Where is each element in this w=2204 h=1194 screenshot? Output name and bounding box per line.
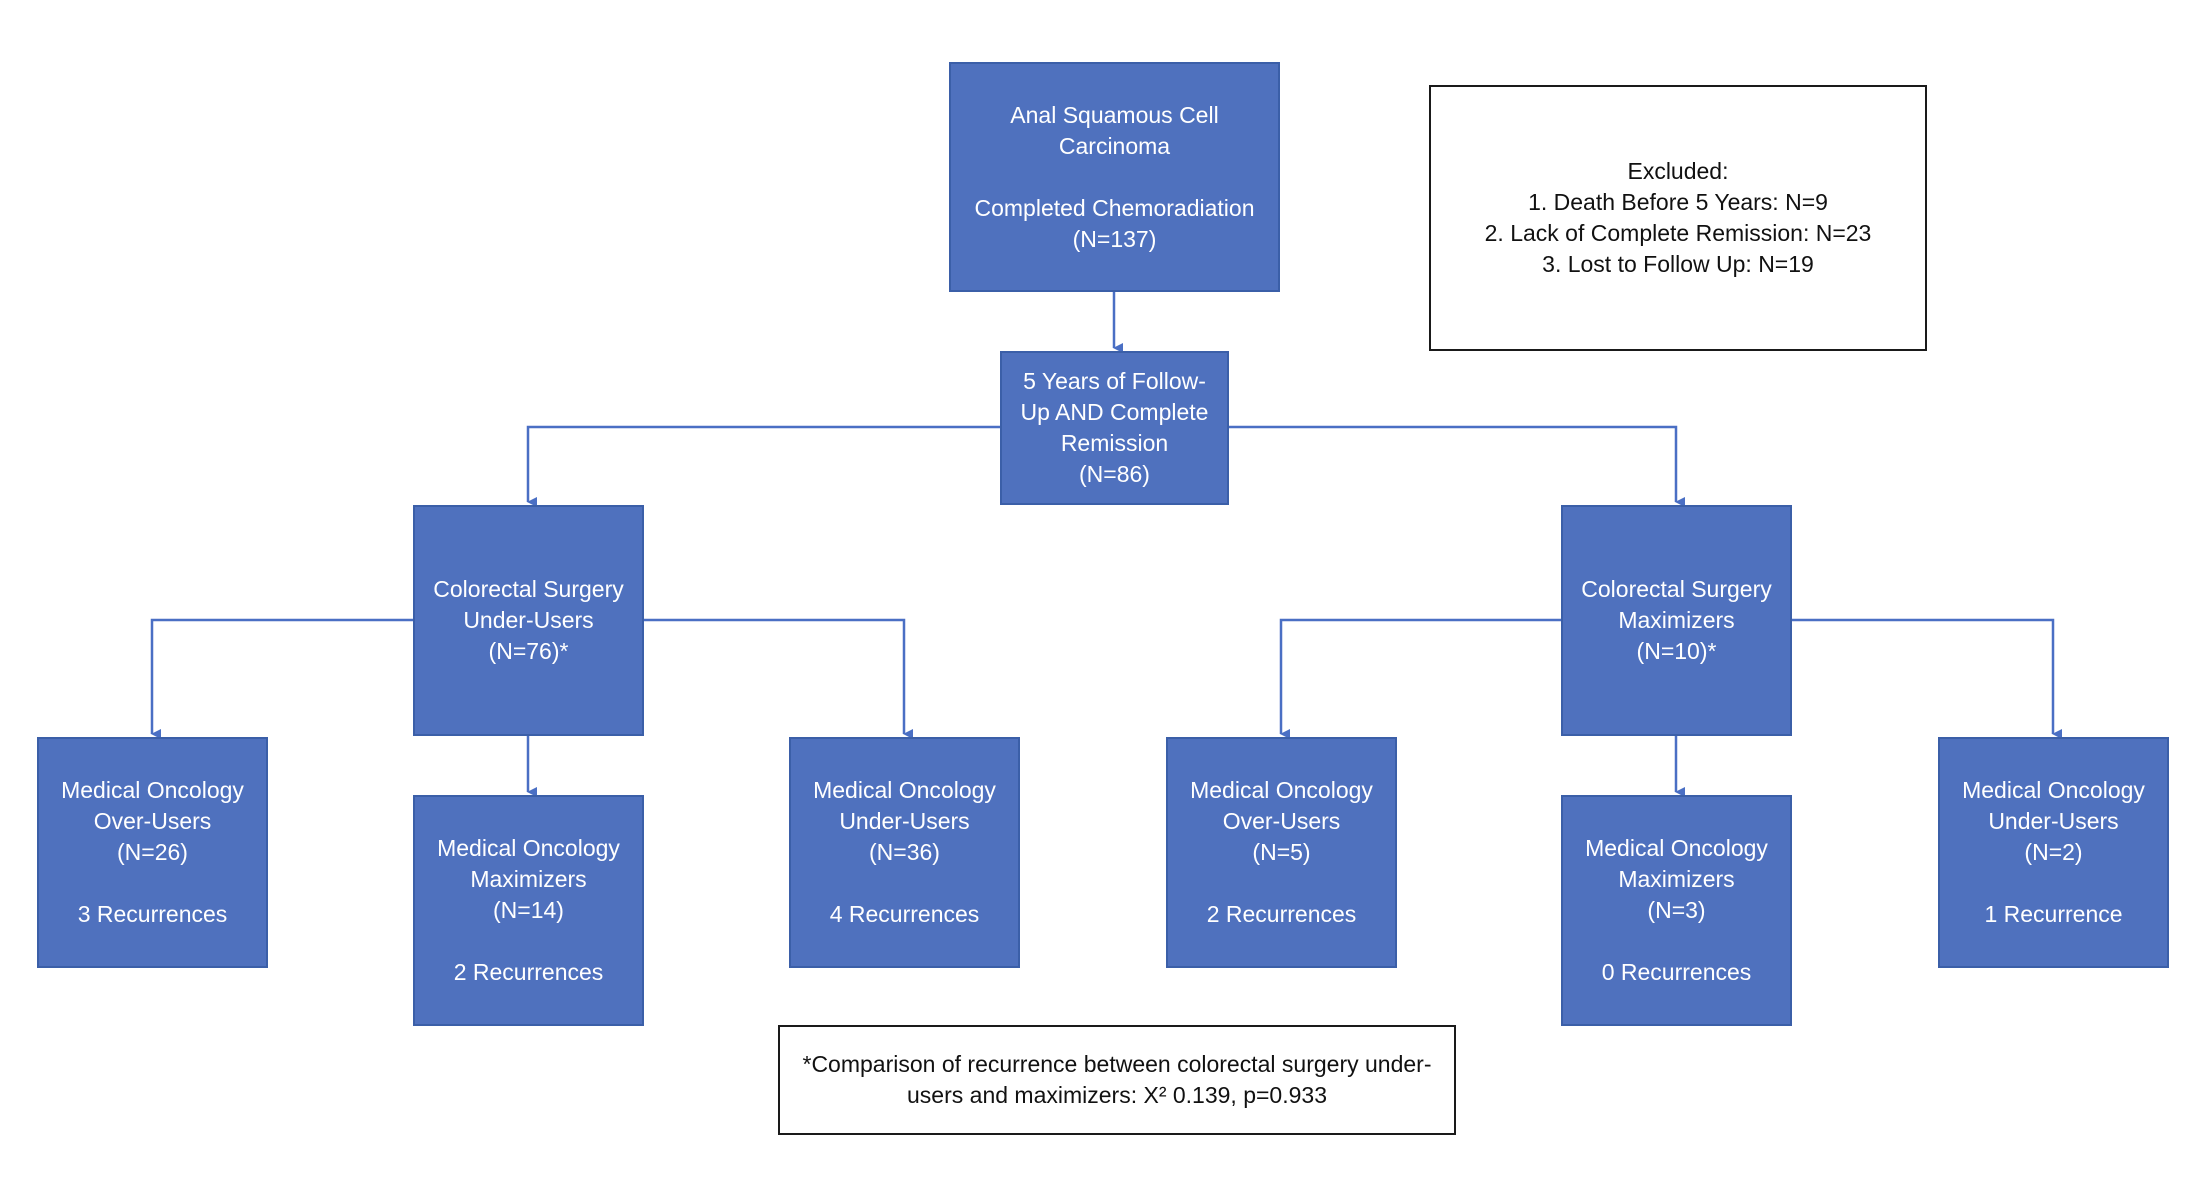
leaf-result: 2 Recurrences bbox=[453, 959, 604, 985]
under-users-line1: Colorectal Surgery bbox=[433, 576, 624, 602]
excluded-item: 3. Lost to Follow Up: N=19 bbox=[1542, 251, 1814, 277]
under-users-box: Colorectal Surgery Under-Users (N=76)* bbox=[413, 505, 644, 736]
followup-line4: (N=86) bbox=[1079, 461, 1150, 487]
leaf-line3: (N=3) bbox=[1647, 897, 1706, 923]
arrow-maximizers-to-mo-under bbox=[1791, 618, 2062, 739]
leaf-line1: Medical Oncology bbox=[437, 835, 620, 861]
leaf-mo-maximizers-left: Medical Oncology Maximizers (N=14) 2 Rec… bbox=[413, 795, 644, 1026]
root-line4: (N=137) bbox=[1072, 225, 1157, 252]
followup-box: 5 Years of Follow- Up AND Complete Remis… bbox=[1000, 351, 1229, 505]
leaf-line3: (N=2) bbox=[2024, 839, 2083, 865]
leaf-line2: Over-Users bbox=[93, 808, 212, 834]
leaf-result: 3 Recurrences bbox=[77, 901, 228, 927]
leaf-mo-under-users-right: Medical Oncology Under-Users (N=2) 1 Rec… bbox=[1938, 737, 2169, 968]
footnote-line1: *Comparison of recurrence between colore… bbox=[802, 1051, 1432, 1077]
leaf-mo-over-users-right: Medical Oncology Over-Users (N=5) 2 Recu… bbox=[1166, 737, 1397, 968]
leaf-result: 1 Recurrence bbox=[1984, 901, 2123, 927]
leaf-line3: (N=36) bbox=[869, 839, 940, 865]
leaf-line2: Under-Users bbox=[839, 808, 970, 834]
leaf-result: 2 Recurrences bbox=[1206, 901, 1357, 927]
arrow-under-users-to-mo-over bbox=[150, 618, 413, 739]
excluded-item: 1. Death Before 5 Years: N=9 bbox=[1528, 189, 1828, 215]
leaf-mo-maximizers-right: Medical Oncology Maximizers (N=3) 0 Recu… bbox=[1561, 795, 1792, 1026]
arrow-under-users-to-mo-under bbox=[643, 618, 913, 739]
leaf-line3: (N=5) bbox=[1252, 839, 1311, 865]
leaf-line2: Under-Users bbox=[1988, 808, 2119, 834]
under-users-line3: (N=76)* bbox=[488, 638, 569, 664]
under-users-line2: Under-Users bbox=[463, 607, 594, 633]
leaf-line1: Medical Oncology bbox=[1585, 835, 1768, 861]
leaf-line2: Maximizers bbox=[1618, 866, 1735, 892]
leaf-result: 0 Recurrences bbox=[1601, 959, 1752, 985]
maximizers-line2: Maximizers bbox=[1618, 607, 1735, 633]
leaf-line3: (N=26) bbox=[117, 839, 188, 865]
leaf-line1: Medical Oncology bbox=[1962, 777, 2145, 803]
leaf-mo-over-users-left: Medical Oncology Over-Users (N=26) 3 Rec… bbox=[37, 737, 268, 968]
followup-line1: 5 Years of Follow- bbox=[1023, 368, 1206, 394]
maximizers-line1: Colorectal Surgery bbox=[1581, 576, 1772, 602]
footnote-box: *Comparison of recurrence between colore… bbox=[778, 1025, 1456, 1135]
leaf-line2: Over-Users bbox=[1222, 808, 1341, 834]
leaf-line1: Medical Oncology bbox=[813, 777, 996, 803]
root-line1: Anal Squamous Cell bbox=[1010, 101, 1219, 128]
leaf-line2: Maximizers bbox=[470, 866, 587, 892]
excluded-title: Excluded: bbox=[1627, 158, 1729, 184]
root-box: Anal Squamous Cell Carcinoma Completed C… bbox=[949, 62, 1280, 292]
root-line2: Carcinoma bbox=[1058, 132, 1171, 159]
arrow-followup-to-maximizers bbox=[1228, 425, 1685, 507]
arrow-followup-to-under-users bbox=[526, 425, 1000, 507]
footnote-line2: users and maximizers: X² 0.139, p=0.933 bbox=[907, 1082, 1327, 1108]
leaf-line1: Medical Oncology bbox=[61, 777, 244, 803]
root-line3: Completed Chemoradiation bbox=[974, 194, 1255, 221]
leaf-result: 4 Recurrences bbox=[829, 901, 980, 927]
leaf-line1: Medical Oncology bbox=[1190, 777, 1373, 803]
excluded-box: Excluded: 1. Death Before 5 Years: N=9 2… bbox=[1429, 85, 1927, 351]
followup-line2: Up AND Complete bbox=[1020, 399, 1209, 425]
arrow-maximizers-to-mo-over bbox=[1279, 618, 1561, 739]
maximizers-box: Colorectal Surgery Maximizers (N=10)* bbox=[1561, 505, 1792, 736]
excluded-item: 2. Lack of Complete Remission: N=23 bbox=[1484, 220, 1872, 246]
leaf-mo-under-users-left: Medical Oncology Under-Users (N=36) 4 Re… bbox=[789, 737, 1020, 968]
maximizers-line3: (N=10)* bbox=[1636, 638, 1717, 664]
leaf-line3: (N=14) bbox=[493, 897, 564, 923]
followup-line3: Remission bbox=[1060, 430, 1169, 456]
